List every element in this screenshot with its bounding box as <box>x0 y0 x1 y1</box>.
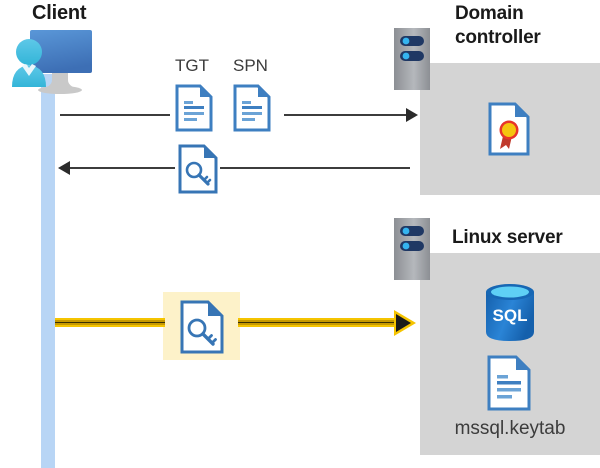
keytab-file-label: mssql.keytab <box>454 418 566 439</box>
server-rack-icon <box>394 218 430 280</box>
linux-server-title: Linux server <box>452 227 563 248</box>
response-arrow-line-right <box>220 167 410 169</box>
client-title: Client <box>32 2 87 24</box>
service-ticket-arrow-line-right <box>238 318 398 327</box>
domain-controller-title: Domain controller <box>455 2 595 50</box>
dc-title-line1: Domain <box>455 3 524 24</box>
response-arrow-head <box>58 161 70 175</box>
key-document-icon <box>180 300 224 354</box>
text-document-icon <box>175 84 213 132</box>
text-document-icon <box>233 84 271 132</box>
certificate-document-icon <box>488 102 530 156</box>
request-arrow-line-right <box>284 114 406 116</box>
dc-title-line2: controller <box>455 27 541 48</box>
request-arrow-head <box>406 108 418 122</box>
service-ticket-arrow-head-inner <box>396 314 411 332</box>
svg-text:SQL: SQL <box>493 306 528 325</box>
response-arrow-line-left <box>70 167 175 169</box>
user-workstation-icon <box>12 30 92 94</box>
key-document-icon <box>178 144 218 194</box>
client-lifeline <box>41 74 55 468</box>
sql-database-icon: SQL <box>486 284 534 341</box>
service-ticket-arrow-line-left <box>55 318 165 327</box>
request-arrow-line-left <box>60 114 170 116</box>
tgt-label: TGT <box>175 56 209 75</box>
server-rack-icon <box>394 28 430 90</box>
keytab-document-icon <box>487 355 531 411</box>
spn-label: SPN <box>233 56 268 75</box>
